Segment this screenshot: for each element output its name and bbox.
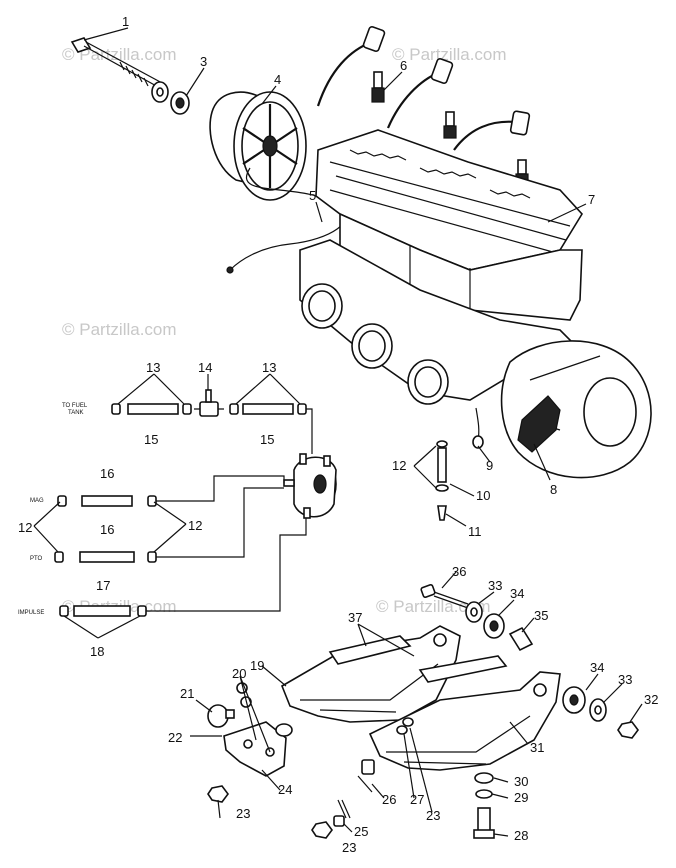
callout-12-left: 12 (18, 520, 32, 535)
fuel-pump-fitting (435, 440, 449, 521)
callout-12-right: 12 (188, 518, 202, 533)
callout-25: 25 (354, 824, 368, 839)
callout-29: 29 (514, 790, 528, 805)
label-to-fuel: TO FUEL (62, 403, 88, 409)
callout-16-pto: 16 (100, 522, 114, 537)
leader-lines (33, 27, 643, 837)
bolt-part-28 (473, 807, 495, 839)
callout-10: 10 (476, 488, 490, 503)
fuel-line-mag (57, 495, 157, 507)
watermark-top-right: © Partzilla.com (392, 45, 507, 64)
callout-23-bottom: 23 (342, 840, 356, 855)
bracket-part-24 (223, 721, 293, 777)
callout-28: 28 (514, 828, 528, 843)
callout-24: 24 (278, 782, 292, 797)
callout-19: 19 (250, 658, 264, 673)
engine-assembly (299, 25, 652, 479)
spacer-part-35 (508, 626, 534, 652)
callout-17: 17 (96, 578, 110, 593)
callout-1: 1 (122, 14, 129, 29)
washer-part-2 (151, 81, 169, 103)
nut-part-3 (170, 91, 190, 115)
callout-15-right: 15 (260, 432, 274, 447)
callout-26: 26 (382, 792, 396, 807)
bolt-part-36 (420, 584, 469, 609)
callout-34-upper: 34 (510, 586, 524, 601)
fuel-line-top-left (111, 403, 192, 415)
engine-mount-plate-37 (328, 635, 508, 683)
stud-part-26 (357, 759, 375, 793)
fuel-pump (283, 453, 337, 519)
rubber-plate-part-8 (517, 395, 561, 453)
fuel-filter-part-14 (194, 389, 224, 417)
callout-20: 20 (232, 666, 246, 681)
callout-12-engine: 12 (392, 458, 406, 473)
grommet-part-34-upper (483, 613, 505, 639)
label-tank: TANK (68, 410, 84, 416)
callout-22: 22 (168, 730, 182, 745)
grommet-part-34-lower (562, 686, 586, 714)
fuel-line-top-right (229, 403, 307, 415)
fuel-routing-lines (146, 408, 313, 612)
callout-6: 6 (400, 58, 407, 73)
label-mag: MAG (30, 498, 44, 504)
callout-9: 9 (486, 458, 493, 473)
callout-11: 11 (468, 524, 482, 539)
callout-4: 4 (274, 72, 281, 87)
washer-part-33-upper (465, 601, 483, 623)
nut-part-23-bottom (311, 821, 333, 839)
washer-part-33-lower (589, 698, 607, 722)
bolt-part-25 (333, 799, 351, 827)
callout-27: 27 (410, 792, 424, 807)
label-impulse: IMPULSE (18, 610, 44, 616)
callout-33-upper: 33 (488, 578, 502, 593)
callout-32: 32 (644, 692, 658, 707)
callout-35: 35 (534, 608, 548, 623)
engine-mount-bracket-right (368, 671, 561, 771)
callout-13-left: 13 (146, 360, 160, 375)
callout-8: 8 (550, 482, 557, 497)
washer-part-29 (475, 789, 493, 799)
callout-23-left: 23 (236, 806, 250, 821)
callout-3: 3 (200, 54, 207, 69)
impulse-line (59, 605, 147, 617)
drive-clutch (209, 91, 307, 201)
callout-36: 36 (452, 564, 466, 579)
callout-14: 14 (198, 360, 212, 375)
callout-37: 37 (348, 610, 362, 625)
label-pto: PTO (30, 556, 43, 562)
crank-bolt (70, 37, 165, 89)
nut-part-32 (617, 721, 639, 739)
nut-part-23-left (207, 785, 229, 803)
fuel-line-pto (54, 551, 157, 563)
callout-34-lower: 34 (590, 660, 604, 675)
washer-part-27 (396, 717, 414, 735)
watermark-mid: © Partzilla.com (62, 320, 177, 339)
callout-5: 5 (309, 188, 316, 203)
callout-16-mag: 16 (100, 466, 114, 481)
callout-13-right: 13 (262, 360, 276, 375)
callout-18: 18 (90, 644, 104, 659)
rubber-mount-part-21 (207, 704, 235, 728)
cable-end (226, 266, 234, 274)
callout-7: 7 (588, 192, 595, 207)
engine-mount-bracket-left (281, 625, 461, 723)
callout-31: 31 (530, 740, 544, 755)
callout-numbers: 1 3 4 5 6 7 8 9 10 11 12 13 14 13 15 15 … (18, 14, 658, 855)
callout-30: 30 (514, 774, 528, 789)
callout-15-left: 15 (144, 432, 158, 447)
callout-21: 21 (180, 686, 194, 701)
washer-part-30 (474, 772, 494, 784)
callout-33-lower: 33 (618, 672, 632, 687)
callout-23-center: 23 (426, 808, 440, 823)
